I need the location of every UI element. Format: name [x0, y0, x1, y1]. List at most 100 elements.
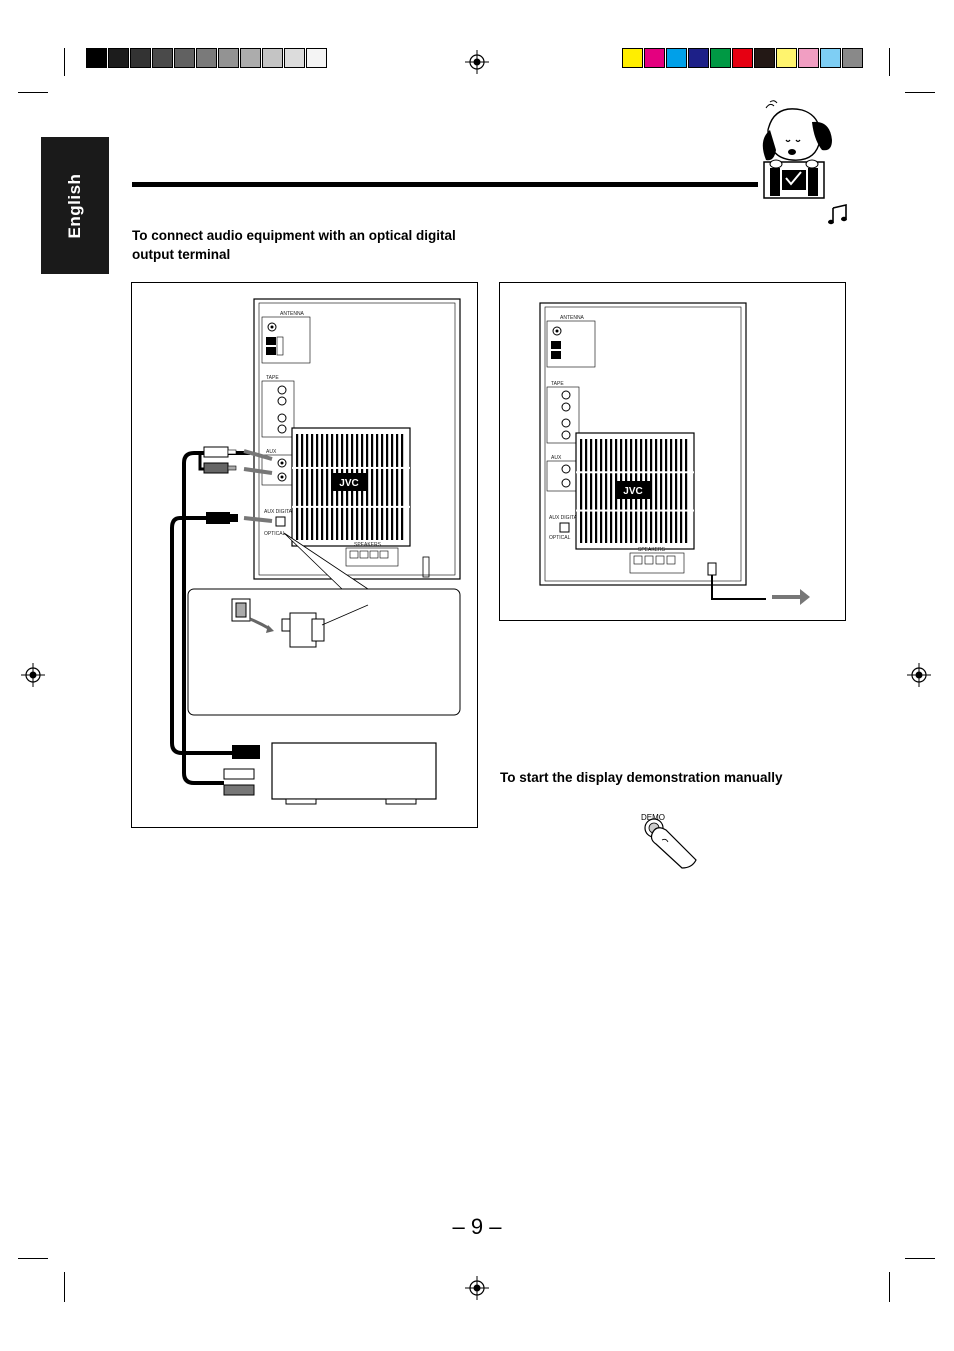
- color-swatch: [732, 48, 753, 68]
- heatsink-fin: [391, 434, 394, 540]
- brand-logo-right: [616, 481, 650, 499]
- color-swatch: [622, 48, 643, 68]
- heatsink-divider: [292, 505, 410, 508]
- color-swatch: [842, 48, 863, 68]
- finger-icon: [650, 827, 697, 869]
- heatsink-fin: [386, 434, 389, 540]
- heatsink-fin: [605, 439, 608, 543]
- heatsink-fin: [600, 439, 603, 543]
- color-swatch: [130, 48, 151, 68]
- heatsink-fin: [371, 434, 374, 540]
- optical-connection-heading: To connect audio equipment with an optic…: [132, 226, 456, 264]
- heatsink-fin: [580, 439, 583, 543]
- color-swatch: [710, 48, 731, 68]
- heatsink-fin: [675, 439, 678, 543]
- demo-connection-diagram: ANTENNA TAPE AUX AUX DIGITAL IN OPTICAL …: [499, 282, 846, 621]
- optical-label: AUX DIGITAL IN: [264, 509, 301, 515]
- crop-mark: [64, 1272, 65, 1302]
- heatsink-fin: [311, 434, 314, 540]
- heatsink-fin: [306, 434, 309, 540]
- heading-line-1: To connect audio equipment with an optic…: [132, 228, 456, 243]
- brand-logo: [332, 473, 366, 491]
- heatsink-fin: [366, 434, 369, 540]
- color-swatch: [666, 48, 687, 68]
- rear-panel-illustration: ANTENNA TAPE AUX AUX DIGITAL IN OPTICAL …: [170, 298, 461, 805]
- heatsink-fin: [296, 434, 299, 540]
- language-label: English: [65, 173, 84, 238]
- heatsink-divider: [576, 509, 694, 512]
- color-swatch: [306, 48, 327, 68]
- color-swatch: [644, 48, 665, 68]
- color-swatch: [688, 48, 709, 68]
- color-swatch: [262, 48, 283, 68]
- heatsink-fin: [316, 434, 319, 540]
- brand-logo-text: JVC: [339, 478, 358, 489]
- crop-mark: [905, 92, 935, 93]
- color-swatch: [284, 48, 305, 68]
- speakers-label-right: SPEAKERS: [638, 547, 666, 553]
- heatsink-fin: [685, 439, 688, 543]
- registration-mark-icon: [907, 663, 931, 687]
- heatsink-fin: [665, 439, 668, 543]
- heatsink-fin: [590, 439, 593, 543]
- heatsink-fin: [595, 439, 598, 543]
- heatsink-fin: [376, 434, 379, 540]
- brand-logo-text-right: JVC: [623, 486, 642, 497]
- antenna-label-right: ANTENNA: [560, 315, 585, 321]
- heatsink-fin: [321, 434, 324, 540]
- optical-sub-label-right: OPTICAL: [549, 535, 571, 541]
- heatsink-fin: [680, 439, 683, 543]
- color-swatch: [174, 48, 195, 68]
- crop-mark: [18, 92, 48, 93]
- tape-label-right: TAPE: [551, 381, 564, 387]
- color-swatch: [218, 48, 239, 68]
- heatsink-fin: [301, 434, 304, 540]
- color-swatch: [152, 48, 173, 68]
- color-swatch: [754, 48, 775, 68]
- page-number: – 9 –: [452, 1214, 502, 1239]
- crop-mark: [18, 1258, 48, 1259]
- heatsink-fin: [650, 439, 653, 543]
- registration-mark-icon: [21, 663, 45, 687]
- heatsink-divider: [576, 471, 694, 474]
- dog-mascot-icon: [762, 100, 832, 199]
- aux-label-right: AUX: [551, 455, 562, 461]
- color-swatch: [108, 48, 129, 68]
- heatsink-fin: [585, 439, 588, 543]
- optical-label-right: AUX DIGITAL IN: [549, 515, 586, 521]
- heatsink-fin: [670, 439, 673, 543]
- rear-panel-illustration-right: ANTENNA TAPE AUX AUX DIGITAL IN OPTICAL …: [539, 302, 810, 605]
- heatsink-fin: [660, 439, 663, 543]
- language-tab: English: [41, 137, 109, 274]
- color-swatch: [196, 48, 217, 68]
- heatsink-fin: [381, 434, 384, 540]
- demo-label-text: DEMO: [641, 813, 665, 822]
- heatsink-divider: [292, 466, 410, 469]
- registration-mark-icon: [465, 50, 489, 74]
- color-swatch: [240, 48, 261, 68]
- speakers-label: SPEAKERS: [354, 542, 382, 548]
- registration-mark-icon: [465, 1276, 489, 1300]
- crop-mark: [889, 1272, 890, 1302]
- antenna-label: ANTENNA: [280, 311, 305, 317]
- crop-mark: [64, 48, 65, 76]
- heatsink-fin: [401, 434, 404, 540]
- tape-label: TAPE: [266, 375, 279, 381]
- music-note-icon: [828, 204, 847, 225]
- crop-mark: [905, 1258, 935, 1259]
- crop-mark: [889, 48, 890, 76]
- color-swatch: [820, 48, 841, 68]
- heatsink-fin: [326, 434, 329, 540]
- optical-sub-label: OPTICAL: [264, 531, 286, 537]
- heatsink-fin: [655, 439, 658, 543]
- aux-label: AUX: [266, 449, 277, 455]
- optical-connection-diagram: ANTENNA TAPE AUX AUX DIGITAL IN OPTICAL …: [131, 282, 478, 828]
- demo-heading: To start the display demonstration manua…: [500, 770, 783, 785]
- color-swatch: [86, 48, 107, 68]
- heatsink-fin: [610, 439, 613, 543]
- demo-button[interactable]: [636, 814, 702, 870]
- color-swatch: [776, 48, 797, 68]
- heatsink-fin: [396, 434, 399, 540]
- heading-line-2: output terminal: [132, 247, 231, 262]
- color-swatch: [798, 48, 819, 68]
